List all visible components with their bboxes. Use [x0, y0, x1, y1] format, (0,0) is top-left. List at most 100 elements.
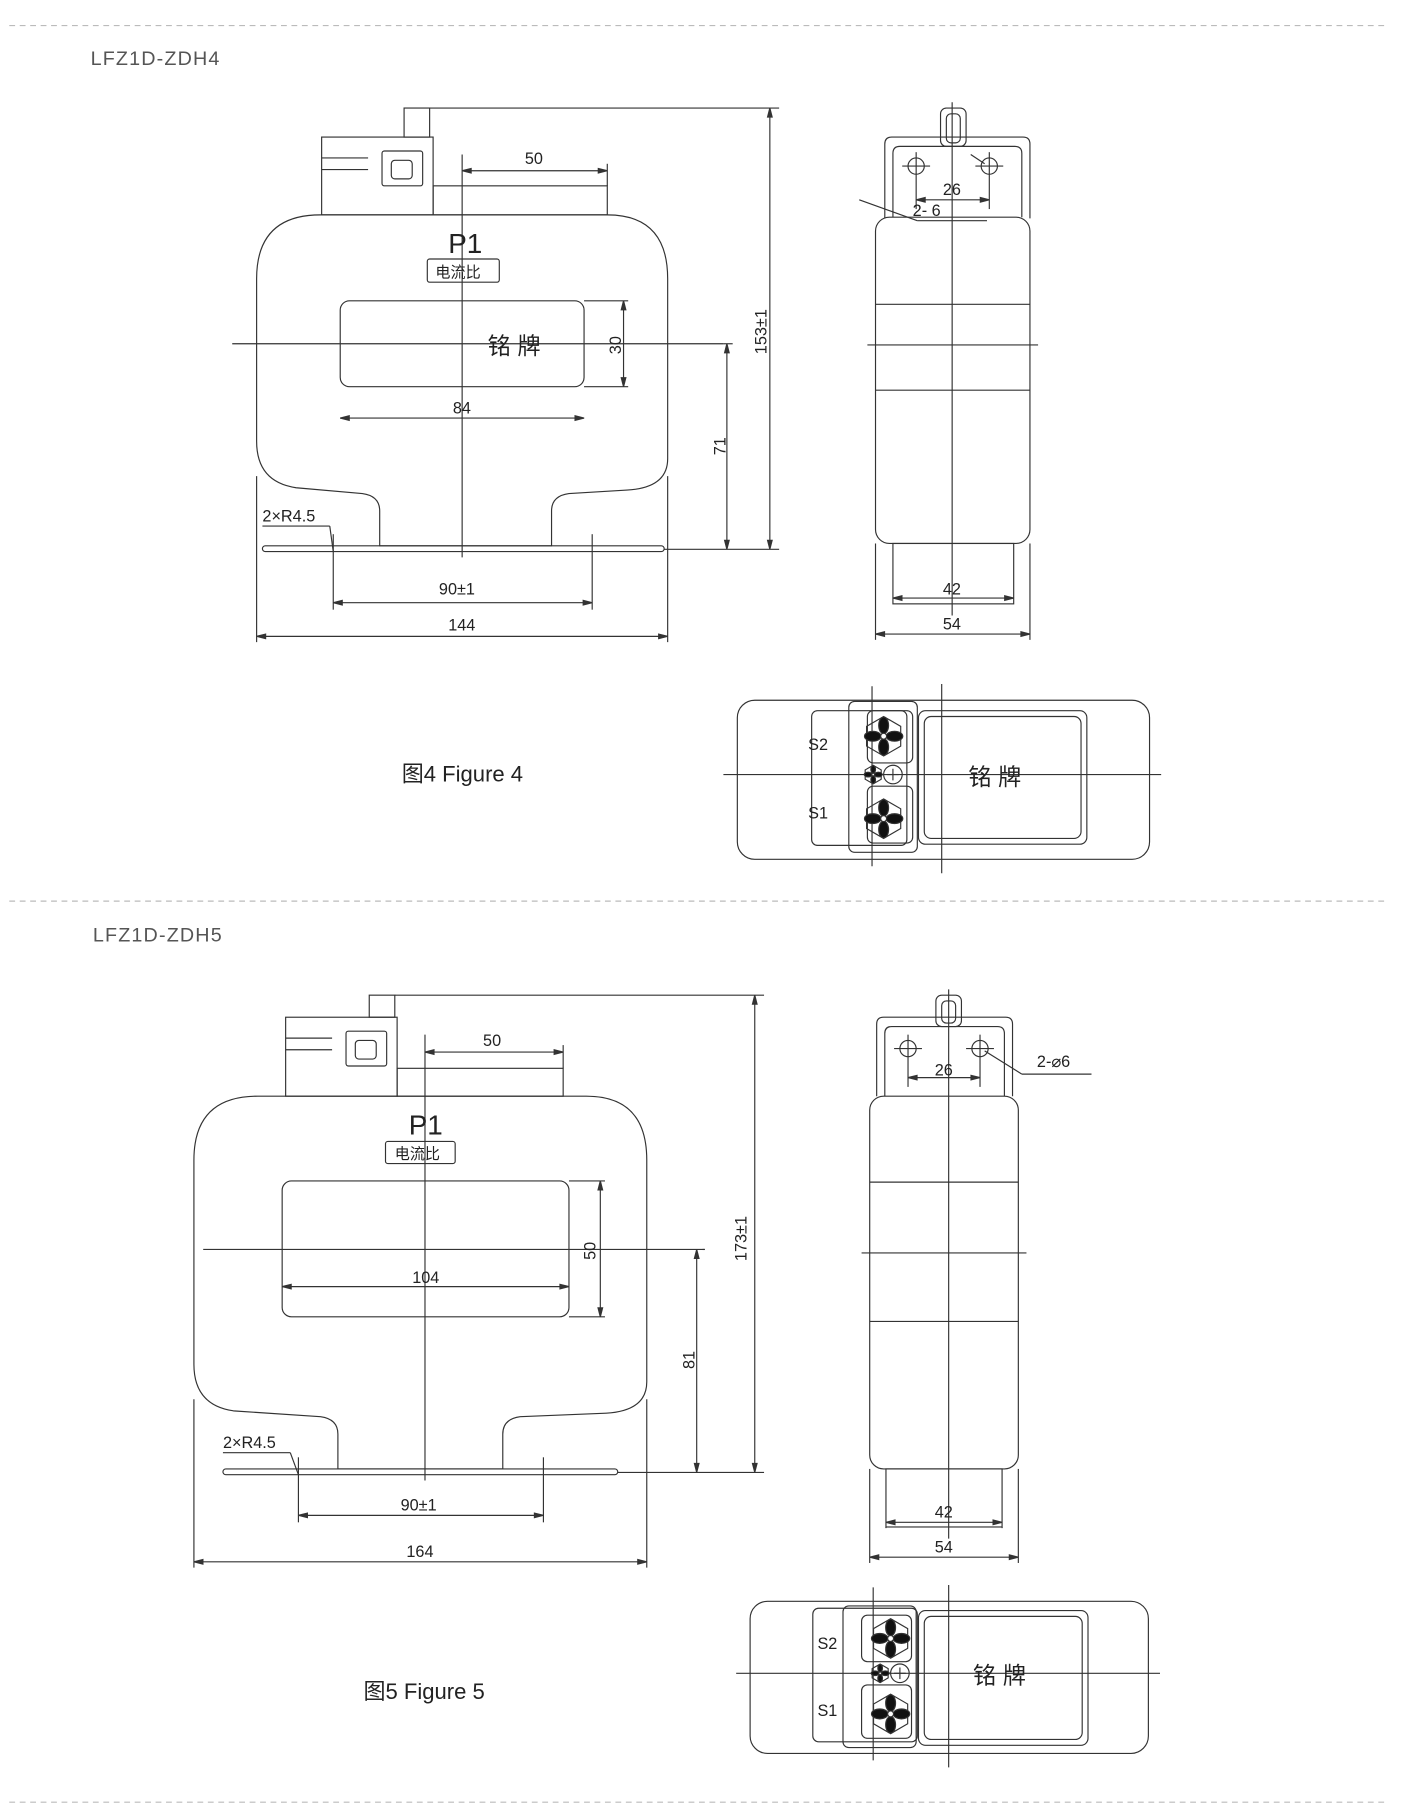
dim-foot-width: 42 — [935, 1504, 953, 1522]
terminal-s2-label: S2 — [808, 736, 828, 754]
terminal-hex-icon — [872, 1693, 909, 1735]
terminal-tab — [403, 107, 431, 138]
dim-window-width: 104 — [412, 1269, 439, 1287]
terminal-blade-icon — [870, 764, 877, 774]
arrowhead — [992, 1519, 1003, 1526]
bracket-inner — [892, 145, 1023, 218]
figure-4: LFZ1D-ZDH4 P1 电流比 铭 牌 50 30 84 71 153±1 … — [91, 48, 1022, 823]
bottom-view-body — [736, 699, 1151, 860]
arrowhead — [333, 599, 343, 606]
dim-width: 144 — [448, 617, 475, 635]
terminal-hex-icon — [865, 715, 902, 757]
arrowhead — [869, 1554, 880, 1561]
dim-radius: 2×R4.5 — [223, 1434, 276, 1452]
terminal-blade-icon — [878, 716, 890, 735]
arrowhead — [875, 631, 886, 638]
foot — [892, 542, 1015, 605]
secondary-panel — [812, 1607, 918, 1743]
terminal-s1-label: S1 — [808, 805, 828, 823]
terminal-column — [842, 1605, 917, 1749]
terminal-blade-icon — [885, 1694, 897, 1712]
arrowhead — [751, 1462, 758, 1473]
dim-radius: 2×R4.5 — [262, 507, 315, 525]
arrowhead — [979, 196, 990, 203]
dim-mount-spacing: 90±1 — [401, 1497, 437, 1515]
terminal-box — [381, 150, 424, 187]
arrowhead — [693, 1249, 700, 1260]
ratio-box — [426, 258, 500, 283]
mount-tab-inner — [945, 113, 961, 144]
terminal-blade-icon — [885, 1640, 897, 1659]
arrowhead — [620, 300, 627, 311]
arrowhead — [424, 1049, 435, 1056]
arrowhead — [693, 1462, 700, 1473]
nameplate-inner — [923, 715, 1082, 839]
terminal-blade-icon — [885, 813, 904, 825]
terminal-blade-icon — [877, 1663, 884, 1673]
dim-foot-width: 42 — [943, 581, 961, 599]
arrowhead — [723, 539, 730, 550]
arrowhead — [1004, 595, 1014, 602]
dim-width: 164 — [406, 1543, 433, 1561]
dim-center-height: 71 — [712, 437, 730, 455]
terminal-blade-icon — [892, 1708, 911, 1720]
foot — [885, 1468, 1003, 1528]
arrowhead — [637, 1558, 647, 1565]
terminal-blade-icon — [870, 1670, 880, 1677]
arrowhead — [766, 539, 773, 550]
nameplate — [917, 1610, 1089, 1746]
arrowhead — [1020, 631, 1031, 638]
dim-hole-spacing: 26 — [943, 181, 961, 199]
terminal-p1-label: P1 — [448, 228, 482, 259]
nameplate-inner — [923, 1615, 1083, 1741]
terminal-hex-icon — [872, 1618, 909, 1659]
terminal-blade-icon — [870, 1632, 889, 1644]
arrowhead — [340, 415, 350, 422]
terminal-blade-icon — [870, 1708, 889, 1720]
arrowhead — [916, 196, 926, 203]
dim-holes: 2- 6 — [913, 202, 941, 220]
terminal-column — [848, 700, 918, 853]
arrowhead — [751, 995, 758, 1005]
arrowhead — [193, 1558, 204, 1565]
nameplate-label: 铭 牌 — [488, 333, 541, 359]
model-title: LFZ1D-ZDH5 — [93, 925, 223, 947]
terminal-blade-icon — [880, 1670, 890, 1677]
nameplate-label-bottom: 铭 牌 — [973, 1663, 1026, 1689]
drawing-geometry — [9, 25, 1388, 1803]
ratio-label: 电流比 — [435, 265, 480, 282]
terminal-block — [285, 1016, 398, 1097]
leader-line — [289, 1452, 299, 1475]
terminal-blade-icon — [878, 738, 890, 756]
terminal-blade-icon — [863, 730, 882, 742]
terminal-center-icon — [880, 815, 888, 823]
terminal-blade-icon — [873, 771, 883, 778]
leader-line — [984, 1050, 1023, 1075]
dim-total-height: 153±1 — [752, 309, 770, 354]
arrowhead — [574, 415, 585, 422]
arrowhead — [907, 1074, 918, 1081]
arrowhead — [533, 1512, 544, 1519]
secondary-panel — [811, 710, 908, 846]
dim-total-height: 173±1 — [733, 1216, 751, 1261]
leader-line — [859, 199, 918, 222]
figure-caption: 图4 Figure 4 — [402, 762, 523, 787]
arrowhead — [658, 633, 668, 640]
terminal-hex-icon — [865, 798, 902, 840]
base-plate — [261, 545, 665, 553]
arrowhead — [597, 167, 608, 174]
arrowhead — [620, 377, 627, 387]
bracket — [876, 1016, 1014, 1097]
arrowhead — [597, 1307, 604, 1317]
arrowhead — [970, 1074, 981, 1081]
arrowhead — [892, 595, 903, 602]
terminal-blade-icon — [885, 730, 904, 742]
nameplate-label-bottom: 铭 牌 — [968, 764, 1021, 790]
ratio-box — [384, 1140, 456, 1165]
arrowhead — [282, 1283, 292, 1290]
arrowhead — [256, 633, 267, 640]
terminal-p1-label: P1 — [409, 1110, 443, 1141]
dim-depth: 54 — [943, 615, 961, 633]
terminal-box — [345, 1030, 388, 1067]
